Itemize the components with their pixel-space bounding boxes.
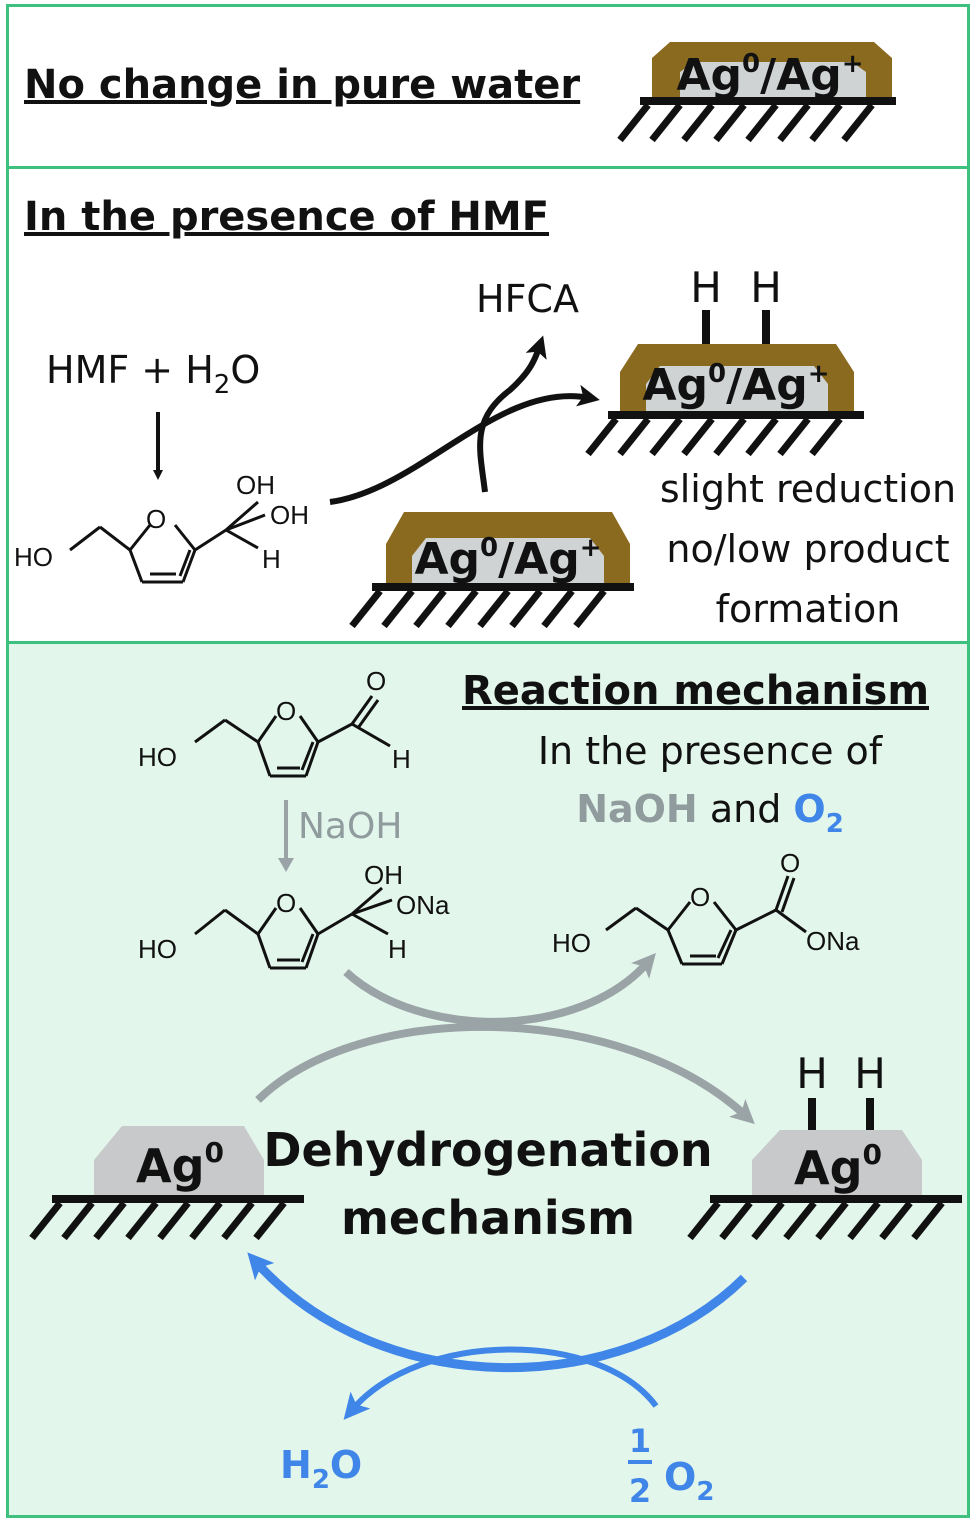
ag0-particle-right: H H Ag0: [752, 1049, 922, 1196]
water-label: H2O: [280, 1443, 362, 1495]
svg-text:O: O: [366, 666, 386, 696]
svg-text:O: O: [276, 888, 296, 918]
hmf-molecule-labels: HO O O H: [138, 666, 411, 774]
hmf-water-label: HMF + H2O: [46, 348, 260, 400]
svg-text:ONa: ONa: [806, 926, 860, 956]
svg-text:O2: O2: [664, 1455, 714, 1507]
particle-to-hfca-arrow: [477, 335, 547, 493]
substrate-mech-right: [687, 1195, 962, 1241]
svg-text:Ag0/Ag+: Ag0/Ag+: [676, 49, 863, 101]
svg-text:2: 2: [629, 1472, 651, 1510]
svg-text:HO: HO: [138, 742, 177, 772]
svg-text:H: H: [750, 263, 782, 312]
svg-text:OH: OH: [270, 500, 309, 530]
svg-text:H: H: [854, 1049, 886, 1098]
gem-diol-molecule: [69, 500, 266, 584]
svg-text:H: H: [796, 1049, 828, 1098]
svg-text:O: O: [276, 696, 296, 726]
substrate-mech-left: [29, 1195, 304, 1241]
naoh-arrowhead: [278, 858, 294, 872]
svg-text:H: H: [690, 263, 722, 312]
svg-text:O: O: [146, 504, 166, 534]
svg-text:HO: HO: [552, 928, 591, 958]
svg-text:HO: HO: [138, 934, 177, 964]
naoh-reagent-label: NaOH: [298, 806, 402, 847]
substrate-hmf-right: [585, 411, 864, 457]
gray-arrow-to-product: [343, 952, 656, 1026]
half-oxygen-label: 1 2 O2: [628, 1422, 714, 1510]
dehydrogenation-label: Dehydrogenation: [263, 1123, 712, 1177]
svg-text:no/low product: no/low product: [666, 527, 949, 571]
gray-arrow-to-hydrogenated: [255, 1023, 755, 1125]
ag-particle-fresh: Ag0/Ag+: [386, 512, 630, 585]
intermediate-labels: HO O OH ONa H: [138, 860, 450, 964]
hmf-molecule: [194, 695, 391, 778]
panel-reaction-mechanism: [6, 641, 970, 1518]
mechanism-title: Reaction mechanism: [462, 668, 929, 714]
hmf-to-particle-arrow: [329, 384, 600, 505]
hfca-label: HFCA: [476, 277, 579, 321]
mechanism-label: mechanism: [341, 1191, 635, 1245]
svg-text:H: H: [392, 744, 411, 774]
ag0-particle-left: Ag0: [94, 1126, 264, 1196]
svg-text:H: H: [388, 934, 407, 964]
product-labels: HO O O ONa: [552, 848, 860, 958]
svg-text:formation: formation: [716, 587, 901, 631]
svg-text:OH: OH: [236, 470, 275, 500]
intermediate-molecule: [194, 886, 393, 970]
ag-particle-hydrogenated: H H Ag0/Ag+: [620, 263, 854, 412]
svg-text:O: O: [780, 848, 800, 878]
svg-text:O: O: [690, 882, 710, 912]
svg-text:slight reduction: slight reduction: [660, 467, 956, 511]
blue-arrow-regeneration: [247, 1252, 748, 1373]
blue-arrow-oxygen-to-water: [343, 1346, 659, 1420]
svg-text:1: 1: [629, 1422, 651, 1460]
ag-particle-top: Ag0/Ag+: [652, 42, 892, 101]
product-molecule: [605, 875, 807, 966]
hmf-outcome-text: slight reduction no/low product formatio…: [660, 467, 956, 631]
gem-diol-labels: HO O OH OH H: [14, 470, 309, 574]
mechanism-subtitle-line1: In the presence of: [538, 729, 884, 773]
pure-water-title: No change in pure water: [24, 62, 580, 108]
mechanism-subtitle-line2: NaOH and O2: [576, 787, 844, 839]
svg-text:Ag0: Ag0: [136, 1136, 224, 1193]
svg-text:Ag0/Ag+: Ag0/Ag+: [414, 533, 601, 585]
svg-text:H: H: [262, 544, 281, 574]
svg-text:ONa: ONa: [396, 890, 450, 920]
svg-text:HO: HO: [14, 542, 53, 572]
substrate-top: [617, 97, 896, 143]
substrate-hmf-bottom: [349, 583, 634, 629]
svg-text:Ag0/Ag+: Ag0/Ag+: [642, 359, 829, 411]
svg-text:OH: OH: [364, 860, 403, 890]
svg-text:Ag0: Ag0: [794, 1138, 882, 1195]
hmf-title: In the presence of HMF: [24, 194, 549, 240]
